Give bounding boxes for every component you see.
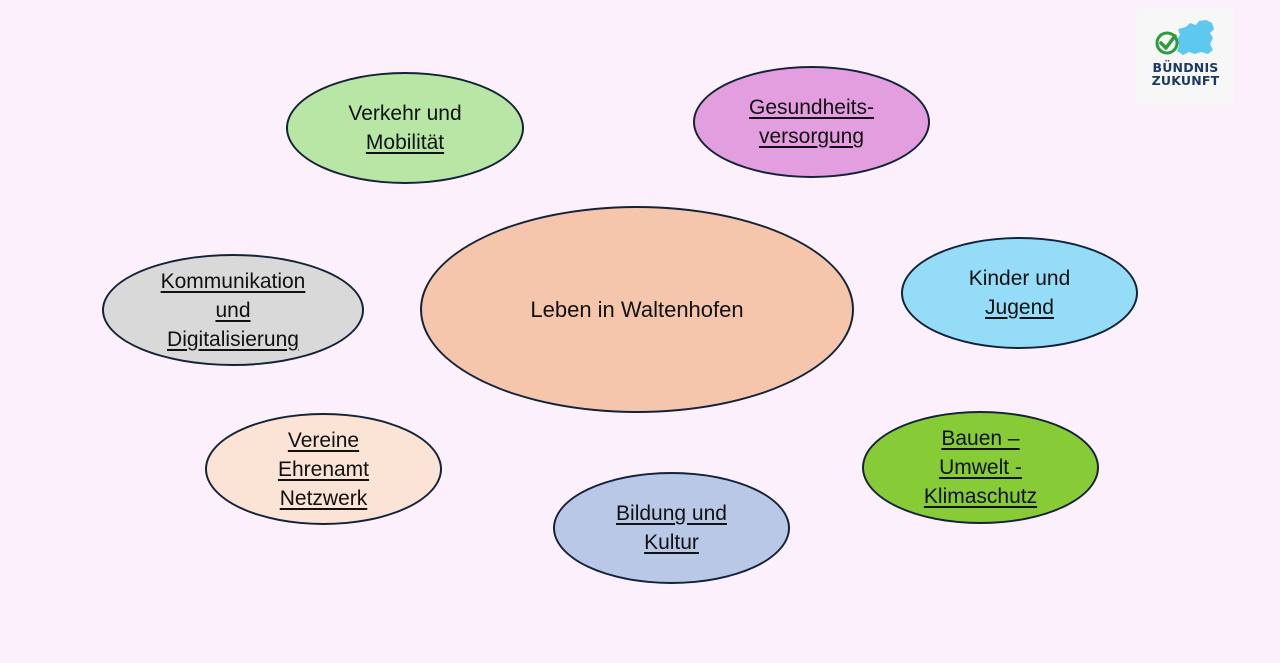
topic-verkehr-mobilitaet[interactable]: Verkehr und Mobilität — [286, 72, 524, 184]
topic-link-line[interactable]: Gesundheits- — [749, 96, 874, 119]
topic-link-line[interactable]: Bauen – — [941, 427, 1020, 450]
center-bubble: Leben in Waltenhofen — [420, 206, 854, 413]
topic-link-line[interactable]: Bildung und — [616, 502, 727, 525]
topic-link-line[interactable]: Klimaschutz — [923, 485, 1038, 508]
topic-link-line[interactable]: Jugend — [985, 296, 1054, 319]
logo-text-line2: ZUKUNFT — [1151, 73, 1220, 88]
topic-line: Verkehr und — [348, 102, 462, 125]
topic-link-line[interactable]: Umwelt - — [939, 456, 1022, 479]
topic-link-line[interactable]: Digitalisierung — [167, 327, 299, 351]
topic-link-line[interactable]: und — [215, 298, 251, 322]
topic-link-line[interactable]: Kommunikation — [160, 269, 306, 293]
logo-emblem — [1155, 20, 1214, 55]
topic-bildung-kultur[interactable]: Bildung und Kultur — [553, 472, 790, 584]
logo-text-line1: BÜNDNIS — [1152, 60, 1219, 75]
topic-gesundheitsversorgung[interactable]: Gesundheits- versorgung — [693, 66, 930, 178]
topic-line: Kinder und — [968, 267, 1071, 290]
topic-kommunikation-digitalisierung[interactable]: Kommunikation und Digitalisierung — [102, 254, 364, 366]
center-label: Leben in Waltenhofen — [530, 297, 744, 322]
topic-bauen-umwelt-klimaschutz[interactable]: Bauen – Umwelt - Klimaschutz — [862, 411, 1099, 524]
topic-vereine-ehrenamt-netzwerk[interactable]: Vereine Ehrenamt Netzwerk — [205, 413, 442, 525]
topic-link-line[interactable]: Vereine — [287, 428, 360, 452]
topic-link-line[interactable]: Netzwerk — [279, 486, 368, 510]
topic-link-line[interactable]: versorgung — [758, 125, 865, 148]
topic-link-line[interactable]: Kultur — [644, 531, 699, 554]
check-circle-icon — [1155, 31, 1178, 55]
topic-link-line[interactable]: Ehrenamt — [277, 457, 370, 481]
map-silhouette-icon — [1175, 20, 1214, 55]
buendnis-zukunft-logo: BÜNDNIS ZUKUNFT — [1137, 9, 1234, 105]
topic-link-line[interactable]: Mobilität — [365, 131, 445, 154]
check-icon — [1158, 34, 1177, 50]
topic-kinder-jugend[interactable]: Kinder und Jugend — [901, 237, 1138, 349]
